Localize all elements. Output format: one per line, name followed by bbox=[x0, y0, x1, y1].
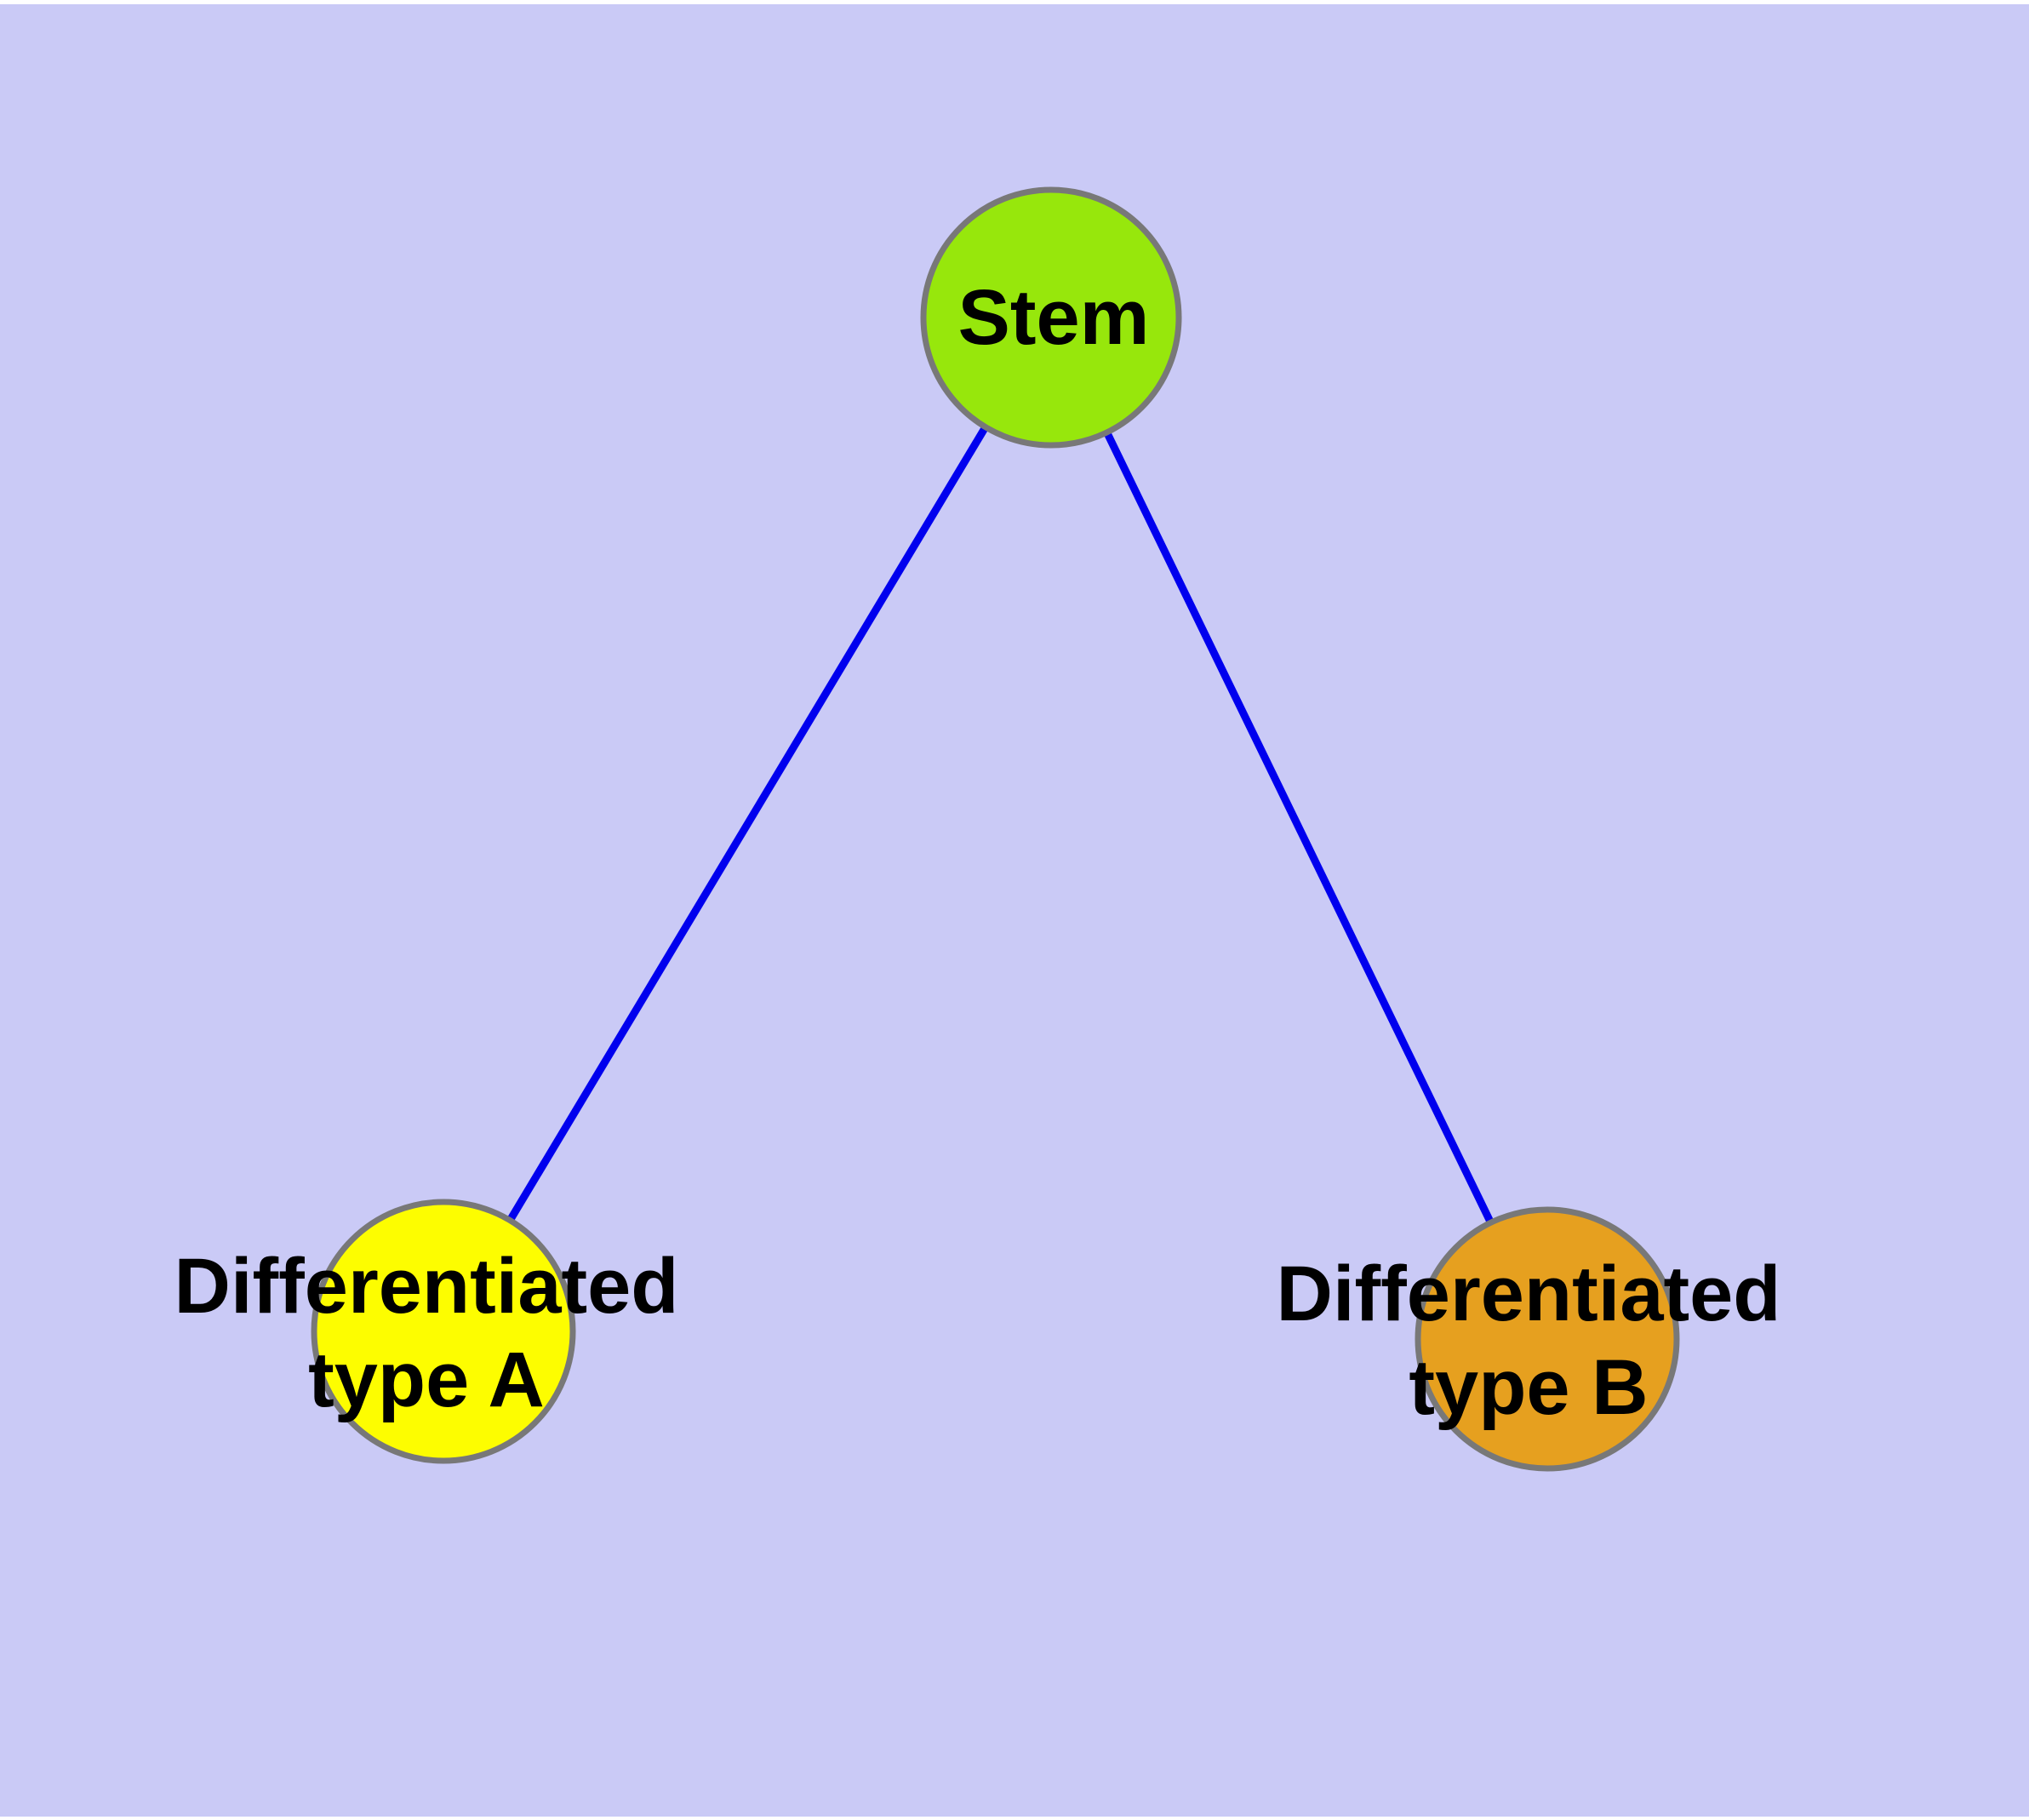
edge-stem-to-type-a bbox=[440, 315, 1055, 1334]
node-type-a-label: Differentiated type A bbox=[174, 1239, 679, 1427]
node-type-a-circle bbox=[311, 1199, 576, 1464]
node-type-b-circle bbox=[1415, 1206, 1680, 1472]
node-stem-circle bbox=[920, 186, 1182, 449]
edge-stem-to-type-b bbox=[1047, 316, 1552, 1341]
node-stem-label-text: Stem bbox=[957, 274, 1150, 361]
node-type-a-label-line1: Differentiated bbox=[174, 1243, 679, 1330]
node-type-b-label: Differentiated type B bbox=[1277, 1247, 1781, 1434]
node-type-b-label-line2: type B bbox=[1409, 1344, 1649, 1431]
node-type-b-label-line1: Differentiated bbox=[1276, 1251, 1781, 1337]
node-stem-label: Stem bbox=[958, 271, 1150, 364]
node-type-a-label-line2: type A bbox=[308, 1336, 545, 1423]
